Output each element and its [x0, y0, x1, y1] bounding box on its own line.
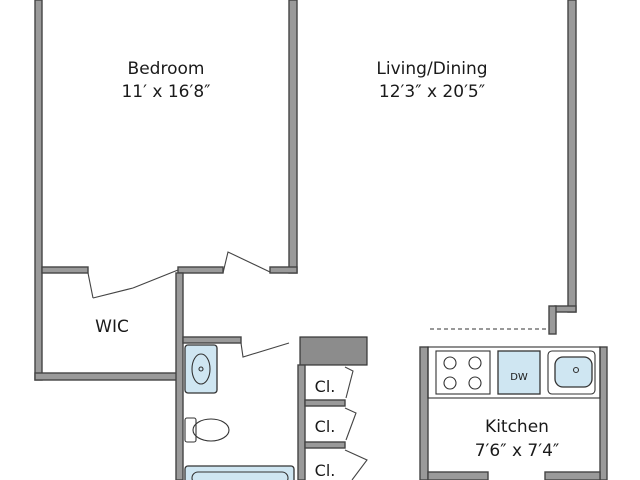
wall — [554, 305, 577, 313]
wall — [269, 266, 298, 274]
wall — [288, 0, 298, 274]
wall — [41, 266, 89, 274]
sink-drain — [198, 366, 204, 372]
wall — [34, 372, 183, 381]
shaft — [299, 336, 368, 366]
wall — [427, 471, 489, 480]
vanity — [184, 344, 218, 394]
closet-door — [344, 407, 357, 441]
wall — [419, 346, 429, 480]
bath-door — [240, 342, 290, 358]
bathtub — [184, 465, 295, 480]
kitchen-counter — [427, 346, 601, 399]
kitchen-label: Kitchen — [485, 417, 549, 437]
wall — [297, 364, 306, 480]
dishwasher-label: DW — [510, 372, 528, 383]
wall — [304, 399, 346, 407]
wic-label: WIC — [95, 317, 129, 337]
bathtub-inner — [191, 471, 289, 480]
closet-label: Cl. — [315, 417, 336, 436]
kitchen-sink-drain — [572, 366, 580, 374]
kitchen-sink — [554, 356, 593, 388]
burner — [443, 356, 457, 370]
wall — [548, 305, 557, 335]
closet-label: Cl. — [315, 461, 336, 480]
bedroom-label: Bedroom — [128, 59, 205, 79]
kitchen-dimensions: 7′6″ x 7′4″ — [475, 441, 560, 461]
kitchen-sink-surround — [547, 350, 596, 395]
living-dining-dimensions: 12′3″ x 20′5″ — [379, 82, 485, 102]
wall — [177, 266, 224, 274]
toilet-tank — [184, 417, 197, 443]
burner — [468, 376, 482, 390]
sink-basin — [191, 353, 211, 385]
range — [435, 350, 491, 395]
closet-door — [344, 366, 354, 399]
wic-door-swing — [132, 269, 179, 289]
wall — [304, 441, 346, 449]
wall — [567, 0, 577, 313]
dishwasher — [497, 350, 541, 395]
burner — [468, 356, 482, 370]
wic-door — [87, 272, 134, 299]
bedroom-door — [222, 251, 271, 274]
wall — [34, 0, 43, 381]
bedroom-dimensions: 11′ x 16′8″ — [121, 82, 210, 102]
closet-door — [344, 449, 368, 480]
wall — [599, 346, 608, 480]
wall — [182, 336, 242, 344]
wall — [175, 272, 184, 480]
burner — [443, 376, 457, 390]
closet-label: Cl. — [315, 377, 336, 396]
wall — [544, 471, 601, 480]
toilet-bowl — [192, 418, 230, 442]
living-dining-label: Living/Dining — [376, 59, 487, 79]
